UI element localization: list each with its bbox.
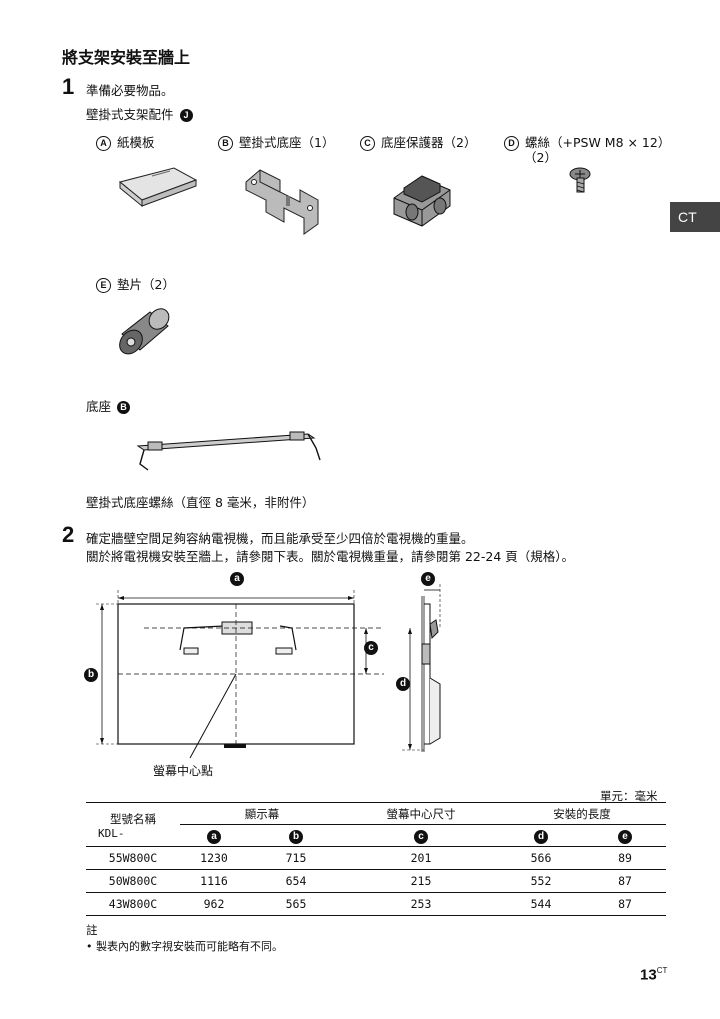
table-header-row: 型號名稱 KDL- 顯示幕 螢幕中心尺寸 安裝的長度 xyxy=(86,802,666,840)
table-subheader-row: a b c d e xyxy=(86,825,666,847)
base-protector-illustration xyxy=(393,175,451,227)
page-number: 13CT xyxy=(640,966,667,984)
screw-illustration xyxy=(569,167,591,193)
sub-b: b xyxy=(289,829,303,844)
page-number-suffix: CT xyxy=(656,966,668,975)
item-b-label: B 壁掛式底座（1） xyxy=(218,132,334,151)
sub-a: a xyxy=(207,829,221,844)
item-c-text: 底座保護器（2） xyxy=(381,135,477,150)
row-1-model: 55W800C xyxy=(108,851,158,865)
spacer-illustration xyxy=(119,308,170,355)
header-model: 型號名稱 xyxy=(110,812,156,826)
screen-center-label: 螢幕中心點 xyxy=(153,764,214,778)
row-2-a: 1116 xyxy=(200,874,228,888)
row-2-e: 87 xyxy=(618,874,632,888)
bullet-icon: • xyxy=(86,940,93,953)
paper-template-illustration xyxy=(118,167,198,208)
item-a-text: 紙模板 xyxy=(117,135,155,150)
item-b-text: 壁掛式底座（1） xyxy=(239,135,335,150)
note-bullet-text: 製表內的數字視安裝而可能略有不同。 xyxy=(96,940,283,953)
note-title: 註 xyxy=(86,923,98,937)
row-2-model: 50W800C xyxy=(108,874,158,888)
item-c-letter: C xyxy=(360,136,375,151)
table-row: 50W800C 1116 654 215 552 87 xyxy=(86,870,666,893)
dim-label-d: d xyxy=(396,677,410,691)
step-2-number: 2 xyxy=(62,522,75,547)
row-3-a: 962 xyxy=(203,897,225,911)
header-model-cell: 型號名稱 KDL- xyxy=(86,803,180,847)
sub-e: e xyxy=(618,829,632,844)
item-d-label: D 螺絲（+PSW M8 × 12） xyxy=(504,132,670,151)
dim-label-b: b xyxy=(84,668,98,682)
step-2-line-1: 確定牆壁空間足夠容納電視機，而且能承受至少四倍於電視機的重量。 xyxy=(86,531,474,546)
table-unit: 單元：毫米 xyxy=(600,789,658,803)
table-row: 55W800C 1230 715 201 566 89 xyxy=(86,847,666,870)
kit-marker: J xyxy=(179,109,193,122)
section-title: 將支架安裝至牆上 xyxy=(62,48,191,67)
item-a-label: A 紙模板 xyxy=(96,132,155,151)
table-row: 43W800C 962 565 253 544 87 xyxy=(86,893,666,916)
language-tab: CT xyxy=(670,202,720,232)
item-c-label: C 底座保護器（2） xyxy=(360,132,476,151)
wall-mount-bracket-illustration xyxy=(245,169,319,235)
header-display: 顯示幕 xyxy=(180,802,344,825)
row-1-c: 201 xyxy=(410,851,432,865)
row-1-a: 1230 xyxy=(200,851,228,865)
row-1-e: 89 xyxy=(618,851,632,865)
row-3-model: 43W800C xyxy=(108,897,158,911)
item-e-letter: E xyxy=(96,278,111,293)
base-marker: B xyxy=(117,401,131,414)
item-d-letter: D xyxy=(504,136,519,151)
row-1-b: 715 xyxy=(285,851,307,865)
item-b-letter: B xyxy=(218,136,233,151)
kit-label: 壁掛式支架配件 J xyxy=(86,104,193,123)
base-screw-note: 壁掛式底座螺絲（直徑 8 毫米，非附件） xyxy=(86,495,315,510)
header-install: 安裝的長度 xyxy=(498,802,666,825)
item-e-label: E 墊片（2） xyxy=(96,274,175,293)
tv-base-illustration xyxy=(136,431,321,471)
dim-label-a: a xyxy=(230,572,244,586)
row-3-e: 87 xyxy=(618,897,632,911)
item-a-letter: A xyxy=(96,136,111,151)
item-d-text: 螺絲（+PSW M8 × 12） xyxy=(525,135,671,150)
note-bullet: • 製表內的數字視安裝而可能略有不同。 xyxy=(86,938,283,954)
spec-table: 型號名稱 KDL- 顯示幕 螢幕中心尺寸 安裝的長度 a b c d e 55W… xyxy=(86,802,666,916)
row-2-d: 552 xyxy=(530,874,552,888)
dimension-table: 型號名稱 KDL- 顯示幕 螢幕中心尺寸 安裝的長度 a b c d e 55W… xyxy=(86,802,666,916)
row-1-d: 566 xyxy=(530,851,552,865)
base-label-text: 底座 xyxy=(86,399,112,414)
kit-label-text: 壁掛式支架配件 xyxy=(86,107,174,122)
base-label: 底座 B xyxy=(86,396,131,415)
page-number-value: 13 xyxy=(640,966,657,984)
tv-dimensions-diagram xyxy=(96,584,441,759)
sub-c: c xyxy=(414,829,428,844)
row-2-b: 654 xyxy=(285,874,307,888)
header-model-prefix: KDL- xyxy=(98,827,125,840)
step-1-number: 1 xyxy=(62,74,75,99)
dim-label-c: c xyxy=(364,641,378,655)
step-1-text: 準備必要物品。 xyxy=(86,83,174,98)
step-2-line-2: 關於將電視機安裝至牆上，請參閱下表。關於電視機重量，請參閱第 22-24 頁（規… xyxy=(86,549,575,564)
dim-label-e: e xyxy=(421,572,435,586)
header-center: 螢幕中心尺寸 xyxy=(344,802,498,825)
row-2-c: 215 xyxy=(410,874,432,888)
item-d-qty: （2） xyxy=(524,150,557,165)
row-3-b: 565 xyxy=(285,897,307,911)
item-e-text: 墊片（2） xyxy=(117,277,175,292)
row-3-d: 544 xyxy=(530,897,552,911)
sub-d: d xyxy=(534,829,548,844)
row-3-c: 253 xyxy=(410,897,432,911)
